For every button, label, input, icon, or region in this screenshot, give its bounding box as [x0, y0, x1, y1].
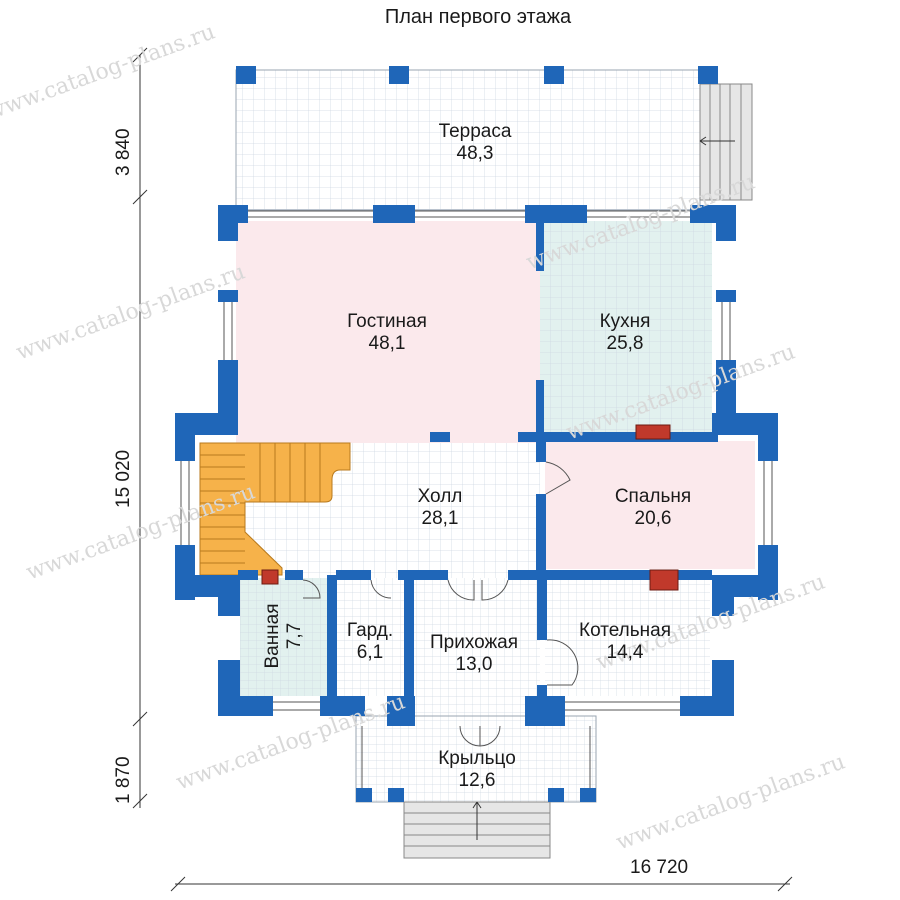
room-living-name: Гостиная — [347, 311, 427, 332]
room-hall-name: Холл — [417, 486, 463, 507]
dim-total-width: 16 720 — [630, 857, 689, 878]
dim-porch-depth: 1 870 — [113, 756, 134, 804]
room-bath-area: 7,7 — [284, 622, 305, 650]
dimension-lines — [132, 47, 793, 892]
room-bedroom-name: Спальня — [614, 486, 692, 507]
chimneys — [261, 424, 679, 591]
room-porch-name: Крыльцо — [438, 748, 516, 769]
room-boiler-name: Котельная — [579, 620, 671, 641]
room-kitchen-area: 25,8 — [606, 333, 644, 354]
living-room-floor — [236, 221, 540, 443]
windows — [180, 210, 773, 788]
room-living: Гостиная 48,1 — [347, 311, 427, 355]
dim-terrace-depth: 3 840 — [113, 128, 134, 176]
doors — [302, 461, 579, 747]
room-living-area: 48,1 — [368, 333, 406, 354]
room-hall-area: 28,1 — [421, 508, 459, 529]
walls — [175, 205, 778, 802]
terrace-steps — [699, 83, 753, 201]
dim-house-depth: 15 020 — [113, 449, 134, 508]
room-entry-area: 13,0 — [455, 654, 493, 675]
room-boiler: Котельная 14,4 — [579, 620, 671, 664]
room-wardrobe-name: Гард. — [346, 620, 394, 641]
room-bath: Ванная 7,7 — [262, 603, 306, 668]
room-porch: Крыльцо 12,6 — [438, 748, 516, 792]
room-wardrobe: Гард. 6,1 — [347, 620, 393, 664]
room-bath-name: Ванная — [262, 603, 283, 669]
room-entry: Прихожая 13,0 — [430, 632, 518, 676]
room-wardrobe-area: 6,1 — [356, 642, 384, 663]
room-boiler-area: 14,4 — [606, 642, 644, 663]
room-bedroom-area: 20,6 — [634, 508, 672, 529]
staircase — [199, 442, 351, 576]
room-terrace: Терраса 48,3 — [439, 121, 512, 165]
room-kitchen: Кухня 25,8 — [600, 311, 651, 355]
room-kitchen-name: Кухня — [599, 311, 651, 332]
room-entry-name: Прихожая — [429, 632, 519, 653]
plan-title: План первого этажа — [384, 6, 572, 28]
room-terrace-name: Терраса — [438, 121, 512, 142]
room-porch-area: 12,6 — [458, 770, 496, 791]
room-bedroom: Спальня 20,6 — [615, 486, 691, 530]
room-hall: Холл 28,1 — [418, 486, 463, 530]
bedroom-floor — [545, 441, 755, 569]
terrace-posts — [236, 66, 718, 84]
room-terrace-area: 48,3 — [456, 143, 494, 164]
